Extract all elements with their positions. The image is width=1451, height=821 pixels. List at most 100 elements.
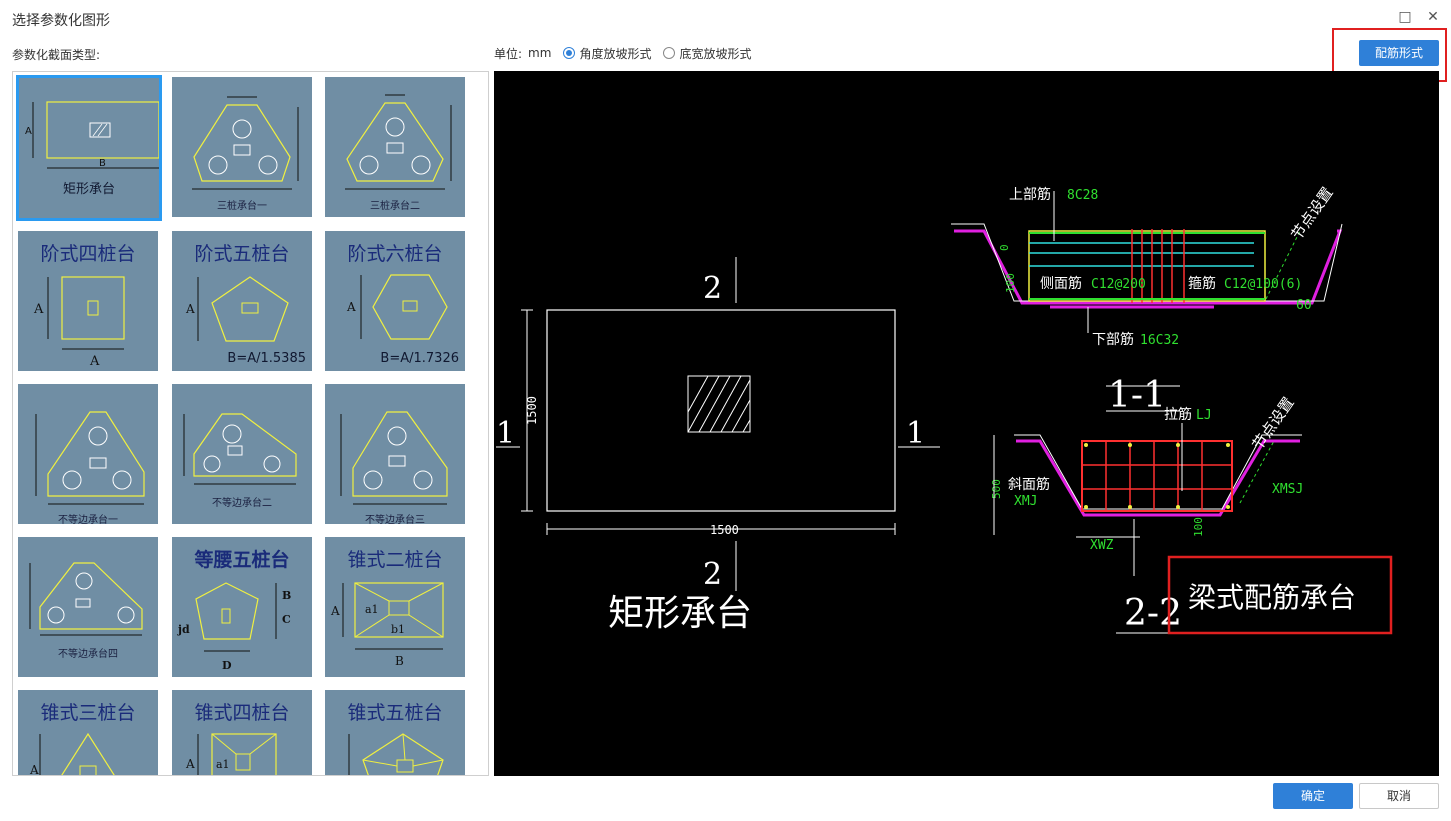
xmsj-value: XMSJ xyxy=(1272,482,1303,497)
shape-item-cone-5[interactable]: 锥式五桩台 xyxy=(321,686,467,775)
slope-rebar-value: XMJ xyxy=(1014,494,1037,509)
slope-rebar-label: 斜面筋 xyxy=(1008,476,1050,493)
node-setting-2: 节点设置 xyxy=(1249,394,1298,453)
slope-angle: 60 xyxy=(1296,298,1312,313)
unequal-3-drawing xyxy=(340,411,448,505)
radio-angle-slope[interactable]: 角度放坡形式 xyxy=(563,45,657,62)
shape-thumb[interactable]: 阶式四桩台 A A xyxy=(18,231,158,371)
shape-thumb[interactable]: 不等边承台二 xyxy=(172,384,312,524)
shape-thumb[interactable]: 锥式三桩台 A xyxy=(18,690,158,776)
xwz-value: XWZ xyxy=(1090,538,1114,553)
node-setting-1: 节点设置 xyxy=(1288,184,1337,243)
cone-3-drawing: A xyxy=(29,732,115,776)
shape-title: 锥式四桩台 xyxy=(194,702,290,724)
shape-title: 锥式二桩台 xyxy=(347,549,443,571)
close-icon[interactable]: ✕ xyxy=(1427,9,1439,25)
plan-width-dim: 1500 xyxy=(710,523,739,537)
shape-thumb[interactable]: 不等边承台三 xyxy=(325,384,465,524)
cad-drawing: 2 2 1 1 1500 1500 矩形承台 上部筋 8C28 侧面筋 xyxy=(496,184,1393,635)
shape-thumb[interactable]: 等腰五桩台 B C D jd xyxy=(172,537,312,677)
radio-unchecked-icon[interactable] xyxy=(663,47,676,59)
svg-text:A: A xyxy=(185,757,195,771)
rebar-form-button[interactable]: 配筋形式 xyxy=(1359,40,1439,66)
svg-text:A: A xyxy=(29,763,39,776)
shape-item-rect-cap[interactable]: A B 矩形承台 xyxy=(14,73,162,221)
radio-checked-icon[interactable] xyxy=(563,47,576,59)
bottom-rebar-value: 16C32 xyxy=(1140,333,1179,348)
shape-caption: B=A/1.7326 xyxy=(380,351,459,366)
shape-thumb[interactable]: 锥式二桩台 A a1 b1 B xyxy=(325,537,465,677)
shape-list[interactable]: A B 矩形承台 三桩承台一 xyxy=(12,71,489,776)
svg-text:B: B xyxy=(282,589,291,602)
svg-text:A: A xyxy=(33,302,44,317)
radio-angle-slope-label: 角度放坡形式 xyxy=(579,46,652,61)
annotation-text: 梁式配筋承台 xyxy=(1188,581,1356,614)
unit-label: 单位: xyxy=(494,46,523,61)
height-500: 500 xyxy=(990,479,1003,499)
shape-thumb[interactable]: A B 矩形承台 xyxy=(16,75,162,221)
three-pile-1-drawing xyxy=(192,96,299,190)
shape-item-isosceles-5[interactable]: 等腰五桩台 B C D jd xyxy=(168,533,314,679)
shape-item-cone-3[interactable]: 锥式三桩台 A xyxy=(14,686,160,776)
section-mark-bottom: 2 xyxy=(703,557,722,592)
shape-item-cone-2[interactable]: 锥式二桩台 A a1 b1 B xyxy=(321,533,467,679)
shape-thumb[interactable]: 三桩承台一 xyxy=(172,77,312,217)
shape-item-step-6[interactable]: 阶式六桩台 A B=A/1.7326 xyxy=(321,227,467,373)
cancel-button[interactable]: 取消 xyxy=(1359,783,1439,809)
shape-thumb[interactable]: 阶式五桩台 A B=A/1.5385 xyxy=(172,231,312,371)
shape-caption: 不等边承台三 xyxy=(365,515,425,524)
maximize-icon[interactable]: □ xyxy=(1398,9,1412,25)
stirrup-label: 箍筋 xyxy=(1188,275,1216,292)
shape-title: 锥式五桩台 xyxy=(347,702,443,724)
shape-caption: 三桩承台二 xyxy=(370,201,420,212)
tie-label: 拉筋 xyxy=(1164,406,1192,423)
shape-thumb[interactable]: 阶式六桩台 A B=A/1.7326 xyxy=(325,231,465,371)
dim-100-a: 100 xyxy=(1004,273,1017,293)
shape-caption: 不等边承台一 xyxy=(58,515,118,524)
shape-item-step-5[interactable]: 阶式五桩台 A B=A/1.5385 xyxy=(168,227,314,373)
shape-item-three-pile-1[interactable]: 三桩承台一 xyxy=(168,73,314,219)
section-mark-right: 1 xyxy=(906,416,925,451)
shape-thumb[interactable]: 锥式四桩台 A a1 xyxy=(172,690,312,775)
unit-value: mm xyxy=(528,46,552,60)
radio-width-slope[interactable]: 底宽放坡形式 xyxy=(663,45,757,62)
shape-item-three-pile-2[interactable]: 三桩承台二 xyxy=(321,73,467,219)
svg-text:A: A xyxy=(330,604,340,618)
highlight-box-annotation xyxy=(1167,555,1393,635)
rect-cap-drawing: A B xyxy=(25,101,159,169)
section-11-title: 1-1 xyxy=(1108,375,1166,416)
svg-text:b1: b1 xyxy=(391,623,405,636)
cone-5-drawing xyxy=(348,733,444,775)
shape-title: 阶式六桩台 xyxy=(347,243,443,265)
shape-title: 锥式三桩台 xyxy=(40,702,136,724)
shape-thumb[interactable]: 不等边承台一 xyxy=(18,384,158,524)
step-5-drawing: A xyxy=(185,276,289,342)
ok-button[interactable]: 确定 xyxy=(1273,783,1353,809)
unit-bar: 单位: mm 角度放坡形式 底宽放坡形式 xyxy=(494,44,757,62)
svg-text:A: A xyxy=(25,126,32,137)
shape-caption: 不等边承台四 xyxy=(58,649,118,660)
shape-item-unequal-1[interactable]: 不等边承台一 xyxy=(14,380,160,526)
shape-thumb[interactable]: 不等边承台四 xyxy=(18,537,158,677)
svg-text:B: B xyxy=(99,158,106,169)
radio-width-slope-label: 底宽放坡形式 xyxy=(679,46,752,61)
shape-title: 阶式四桩台 xyxy=(40,243,136,265)
shape-item-unequal-4[interactable]: 不等边承台四 xyxy=(14,533,160,679)
top-rebar-value: 8C28 xyxy=(1067,188,1098,203)
section-22-title: 2-2 xyxy=(1124,593,1182,634)
shape-title: 阶式五桩台 xyxy=(194,243,290,265)
plan-height-dim: 1500 xyxy=(525,396,539,425)
shape-thumb[interactable]: 锥式五桩台 xyxy=(325,690,465,775)
tie-value: LJ xyxy=(1196,408,1212,423)
shape-thumb[interactable]: 三桩承台二 xyxy=(325,77,465,217)
shape-item-cone-4[interactable]: 锥式四桩台 A a1 xyxy=(168,686,314,775)
svg-text:A: A xyxy=(89,354,100,369)
shape-item-step-4[interactable]: 阶式四桩台 A A xyxy=(14,227,160,373)
dim-zero: 0 xyxy=(998,244,1011,251)
shape-caption: 不等边承台二 xyxy=(212,498,272,509)
bottom-rebar-label: 下部筋 xyxy=(1092,331,1134,348)
step-4-drawing: A A xyxy=(33,276,125,369)
section-type-label: 参数化截面类型: xyxy=(12,48,101,62)
shape-item-unequal-2[interactable]: 不等边承台二 xyxy=(168,380,314,526)
shape-item-unequal-3[interactable]: 不等边承台三 xyxy=(321,380,467,526)
